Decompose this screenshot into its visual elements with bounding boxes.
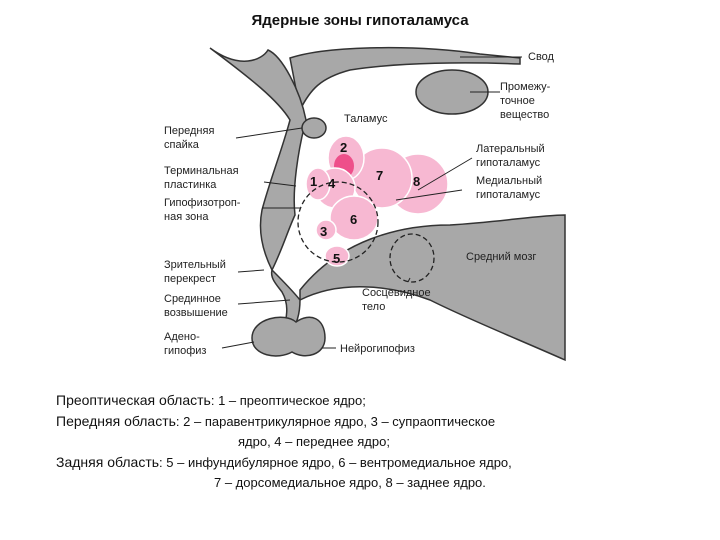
number-7: 7 [376, 168, 383, 183]
hypophysiotropic-zone-outline [297, 181, 379, 263]
page-title: Ядерные зоны гипоталамуса [251, 12, 469, 29]
legend-text-posterior-cont: 7 – дорсомедиальное ядро, 8 – заднее ядр… [214, 475, 486, 490]
legend-row-anterior-cont: ядро, 4 – переднее ядро; [56, 432, 676, 452]
label-term-1: Терминальная [164, 165, 239, 177]
pituitary [251, 316, 326, 357]
label-pered-2: спайка [164, 139, 200, 151]
label-soscev-2: тело [362, 301, 385, 313]
number-8: 8 [413, 174, 420, 189]
anterior-commissure [301, 117, 327, 139]
number-4: 4 [328, 176, 336, 191]
label-zrit-2: перекрест [164, 273, 216, 285]
label-sred-1: Срединное [164, 293, 221, 305]
label-promezh-3: вещество [500, 109, 549, 121]
label-neiro: Нейрогипофиз [340, 343, 415, 355]
midbrain-mass [299, 214, 566, 362]
number-3: 3 [320, 224, 327, 239]
label-pered-1: Передняя [164, 125, 214, 137]
label-soscev-1: Сосцевидное [362, 287, 431, 299]
leader-lines [221, 56, 522, 349]
mammillary-body-outline [389, 233, 435, 283]
nucleus-1 [305, 167, 331, 201]
label-gipofiz-1: Гипофизотроп- [164, 197, 241, 209]
legend: Преоптическая область: 1 – преоптическое… [56, 390, 676, 493]
label-sredmozg: Средний мозг [466, 251, 536, 263]
legend-head-anterior: Передняя область [56, 413, 176, 429]
legend-head-preoptic: Преоптическая область [56, 392, 211, 408]
label-med-2: гипоталамус [476, 189, 541, 201]
lamina-wall [209, 47, 307, 272]
label-term-2: пластинка [164, 179, 217, 191]
number-6: 6 [350, 212, 357, 227]
legend-row-anterior: Передняя область: 2 – паравентрикулярное… [56, 411, 676, 432]
nucleus-6 [329, 195, 379, 241]
hypothalamus-diagram: 2 1 4 7 8 6 3 5 Свод Промежу- точное вещ… [164, 46, 566, 362]
legend-text-posterior: : 5 – инфундибулярное ядро, 6 – вентроме… [159, 455, 512, 470]
label-lat-2: гипоталамус [476, 157, 541, 169]
legend-row-posterior-cont: 7 – дорсомедиальное ядро, 8 – заднее ядр… [56, 473, 676, 493]
legend-text-anterior-cont: ядро, 4 – переднее ядро; [238, 434, 390, 449]
label-promezh-2: точное [500, 95, 535, 107]
nuclei-group [305, 135, 449, 267]
legend-row-preoptic: Преоптическая область: 1 – преоптическое… [56, 390, 676, 411]
label-talamus: Таламус [344, 113, 388, 125]
legend-row-posterior: Задняя область: 5 – инфундибулярное ядро… [56, 452, 676, 473]
label-med-1: Медиальный [476, 175, 542, 187]
label-promezh-1: Промежу- [500, 81, 551, 93]
number-1: 1 [310, 174, 317, 189]
label-svod: Свод [528, 51, 555, 63]
label-adeno-2: гипофиз [164, 345, 206, 357]
number-5: 5 [333, 251, 340, 266]
label-gipofiz-2: ная зона [164, 211, 209, 223]
number-2: 2 [340, 140, 347, 155]
legend-text-anterior: : 2 – паравентрикулярное ядро, 3 – супра… [175, 414, 496, 429]
label-sred-2: возвышение [164, 307, 228, 319]
legend-head-posterior: Задняя область [56, 454, 160, 470]
legend-text-preoptic: : 1 – преоптическое ядро; [210, 393, 366, 408]
label-adeno-1: Адено- [164, 331, 200, 343]
label-lat-1: Латеральный [476, 143, 545, 155]
fornix-band [289, 46, 521, 113]
nucleus-5 [324, 245, 350, 267]
label-zrit-1: Зрительный [164, 259, 226, 271]
nucleus-3 [315, 219, 337, 241]
